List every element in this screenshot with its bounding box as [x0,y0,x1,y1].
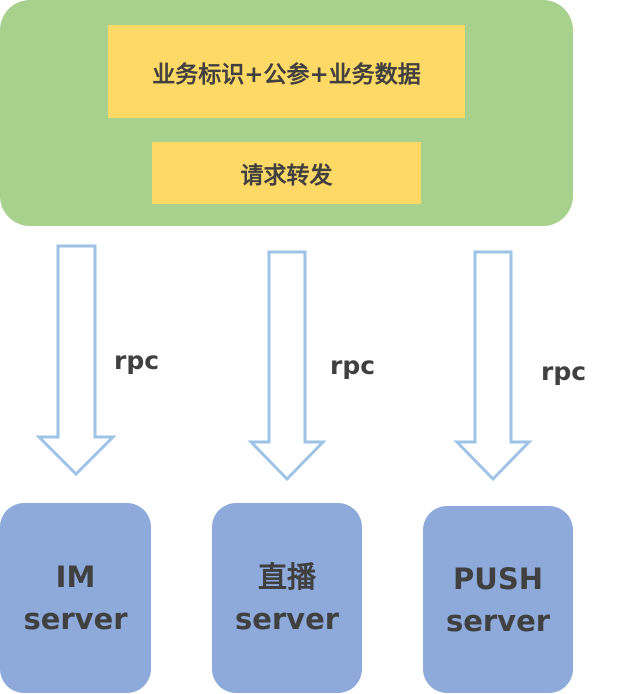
server-live-name: 直播 [257,560,316,594]
server-push: PUSH server [423,506,573,693]
request-forward-label: 请求转发 [240,163,333,189]
rpc-label-live: rpc [330,351,376,380]
arrow-to-im [35,244,117,477]
rpc-label-push: rpc [541,357,587,386]
arrow-to-push [453,250,533,482]
server-live-type: server [234,602,340,636]
arrow-to-live [247,250,327,482]
request-forward-box: 请求转发 [152,142,421,204]
server-push-name: PUSH [453,561,543,596]
rpc-label-im: rpc [114,346,160,375]
server-im-type: server [23,602,128,636]
server-push-type: server [445,603,551,638]
server-live: 直播 server [212,503,362,693]
request-payload-box: 业务标识+公参+业务数据 [108,25,465,118]
server-im: IM server [0,503,151,693]
request-payload-label: 业务标识+公参+业务数据 [152,61,421,88]
server-im-name: IM [55,560,96,594]
